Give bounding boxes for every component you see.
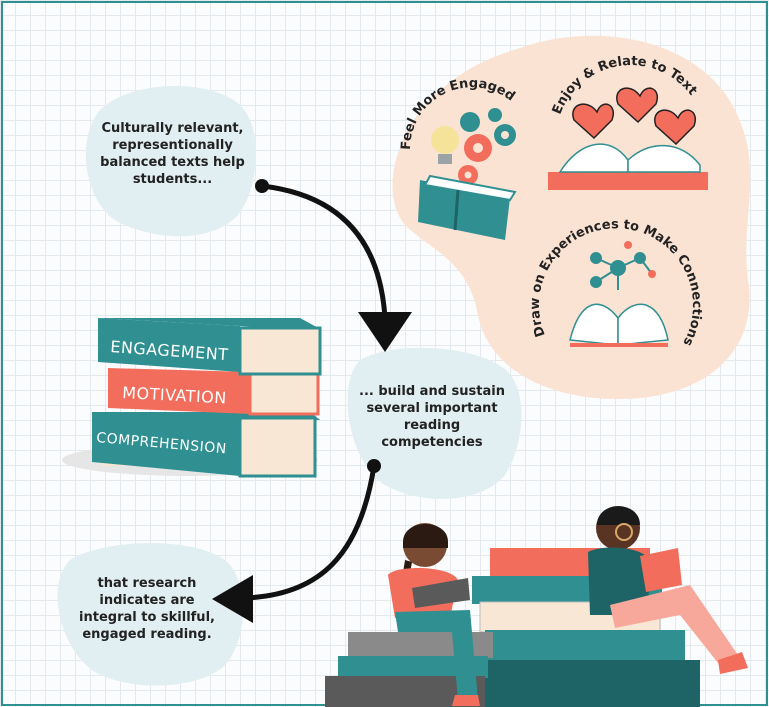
open-book-pages-icon	[569, 303, 669, 347]
step2-caption: ... build and sustain several important …	[359, 384, 505, 450]
step2-blob	[347, 347, 522, 499]
girl-reader-illustration	[388, 523, 480, 706]
step3-blob	[57, 543, 244, 686]
arrow-step2-to-step3	[212, 459, 381, 623]
open-book-coral-icon	[548, 143, 708, 190]
teal-open-book-icon	[418, 174, 517, 240]
hearts-icon	[572, 87, 697, 146]
arrow-step1-to-step2	[255, 179, 412, 352]
step1-blob	[85, 86, 257, 237]
step3-caption: that research indicates are integral to …	[79, 576, 215, 642]
step1-caption: Culturally relevant, representionally ba…	[100, 121, 245, 187]
competency-book-stack	[62, 318, 322, 478]
boy-reader-illustration	[588, 506, 748, 674]
network-connections-icon	[590, 241, 656, 290]
gears-lightbulb-icon	[431, 108, 516, 185]
